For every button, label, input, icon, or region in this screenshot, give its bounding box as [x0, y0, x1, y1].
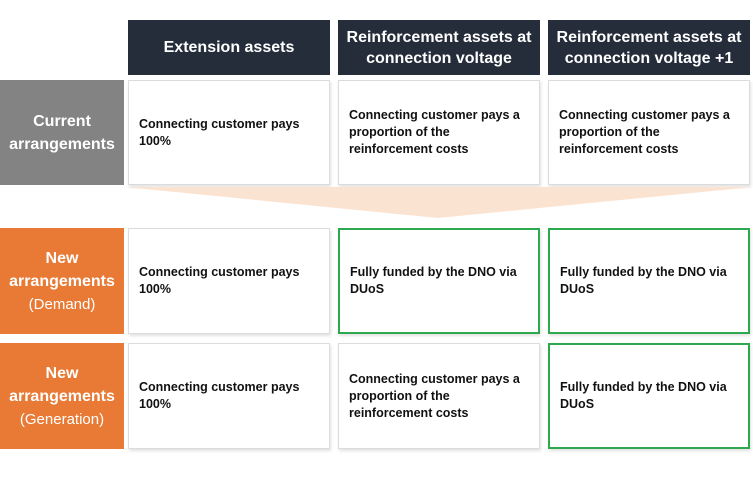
cell-generation-reinforcement-plus1-text: Fully funded by the DNO via DUoS	[560, 380, 727, 411]
row-label-demand-line2: arrangements	[9, 272, 115, 290]
cell-generation-reinforcement: Connecting customer pays a proportion of…	[338, 343, 540, 449]
cell-demand-reinforcement-text: Fully funded by the DNO via DUoS	[350, 265, 517, 296]
cell-demand-reinforcement-plus1-text: Fully funded by the DNO via DUoS	[560, 265, 727, 296]
cell-current-extension-text: Connecting customer pays 100%	[139, 116, 300, 148]
cell-current-reinforcement-plus1: Connecting customer pays a proportion of…	[548, 80, 750, 185]
row-label-current-line2: arrangements	[9, 135, 115, 153]
row-label-generation-line2: arrangements	[9, 387, 115, 405]
cell-current-reinforcement-text: Connecting customer pays a proportion of…	[349, 108, 520, 156]
header-col3-line1: Reinforcement assets at	[556, 28, 742, 46]
cell-demand-reinforcement: Fully funded by the DNO via DUoS	[338, 228, 540, 334]
cell-generation-reinforcement-text: Connecting customer pays a proportion of…	[349, 371, 520, 420]
row-label-current-line1: Current	[33, 112, 91, 130]
header-col2-line2: connection voltage	[366, 49, 512, 67]
header-col3-line2: connection voltage +1	[564, 49, 734, 67]
cell-demand-reinforcement-plus1: Fully funded by the DNO via DUoS	[548, 228, 750, 334]
row-label-generation-sub: (Generation)	[19, 410, 105, 428]
row-label-current-arrangements: Current arrangements	[0, 80, 124, 185]
cell-demand-extension-text: Connecting customer pays 100%	[139, 265, 300, 296]
cell-generation-extension: Connecting customer pays 100%	[128, 343, 330, 449]
cell-demand-extension: Connecting customer pays 100%	[128, 228, 330, 334]
cell-current-extension: Connecting customer pays 100%	[128, 80, 330, 185]
transition-arrow-shape	[124, 187, 753, 218]
row-label-generation-line1: New	[45, 364, 79, 382]
cell-current-reinforcement: Connecting customer pays a proportion of…	[338, 80, 540, 185]
cell-generation-extension-text: Connecting customer pays 100%	[139, 380, 300, 411]
cell-generation-reinforcement-plus1: Fully funded by the DNO via DUoS	[548, 343, 750, 449]
row-label-new-arrangements-generation: New arrangements (Generation)	[0, 343, 124, 449]
header-reinforcement-connection-voltage-plus1: Reinforcement assets at connection volta…	[548, 20, 750, 75]
header-reinforcement-connection-voltage: Reinforcement assets at connection volta…	[338, 20, 540, 75]
row-label-demand-line1: New	[45, 249, 79, 267]
header-extension-assets-text: Extension assets	[163, 39, 295, 56]
header-col2-line1: Reinforcement assets at	[346, 28, 532, 46]
header-extension-assets: Extension assets	[128, 20, 330, 75]
row-label-new-arrangements-demand: New arrangements (Demand)	[0, 228, 124, 334]
transition-arrow	[124, 187, 753, 218]
cell-current-reinforcement-plus1-text: Connecting customer pays a proportion of…	[559, 108, 730, 156]
row-label-demand-sub: (Demand)	[28, 295, 96, 313]
